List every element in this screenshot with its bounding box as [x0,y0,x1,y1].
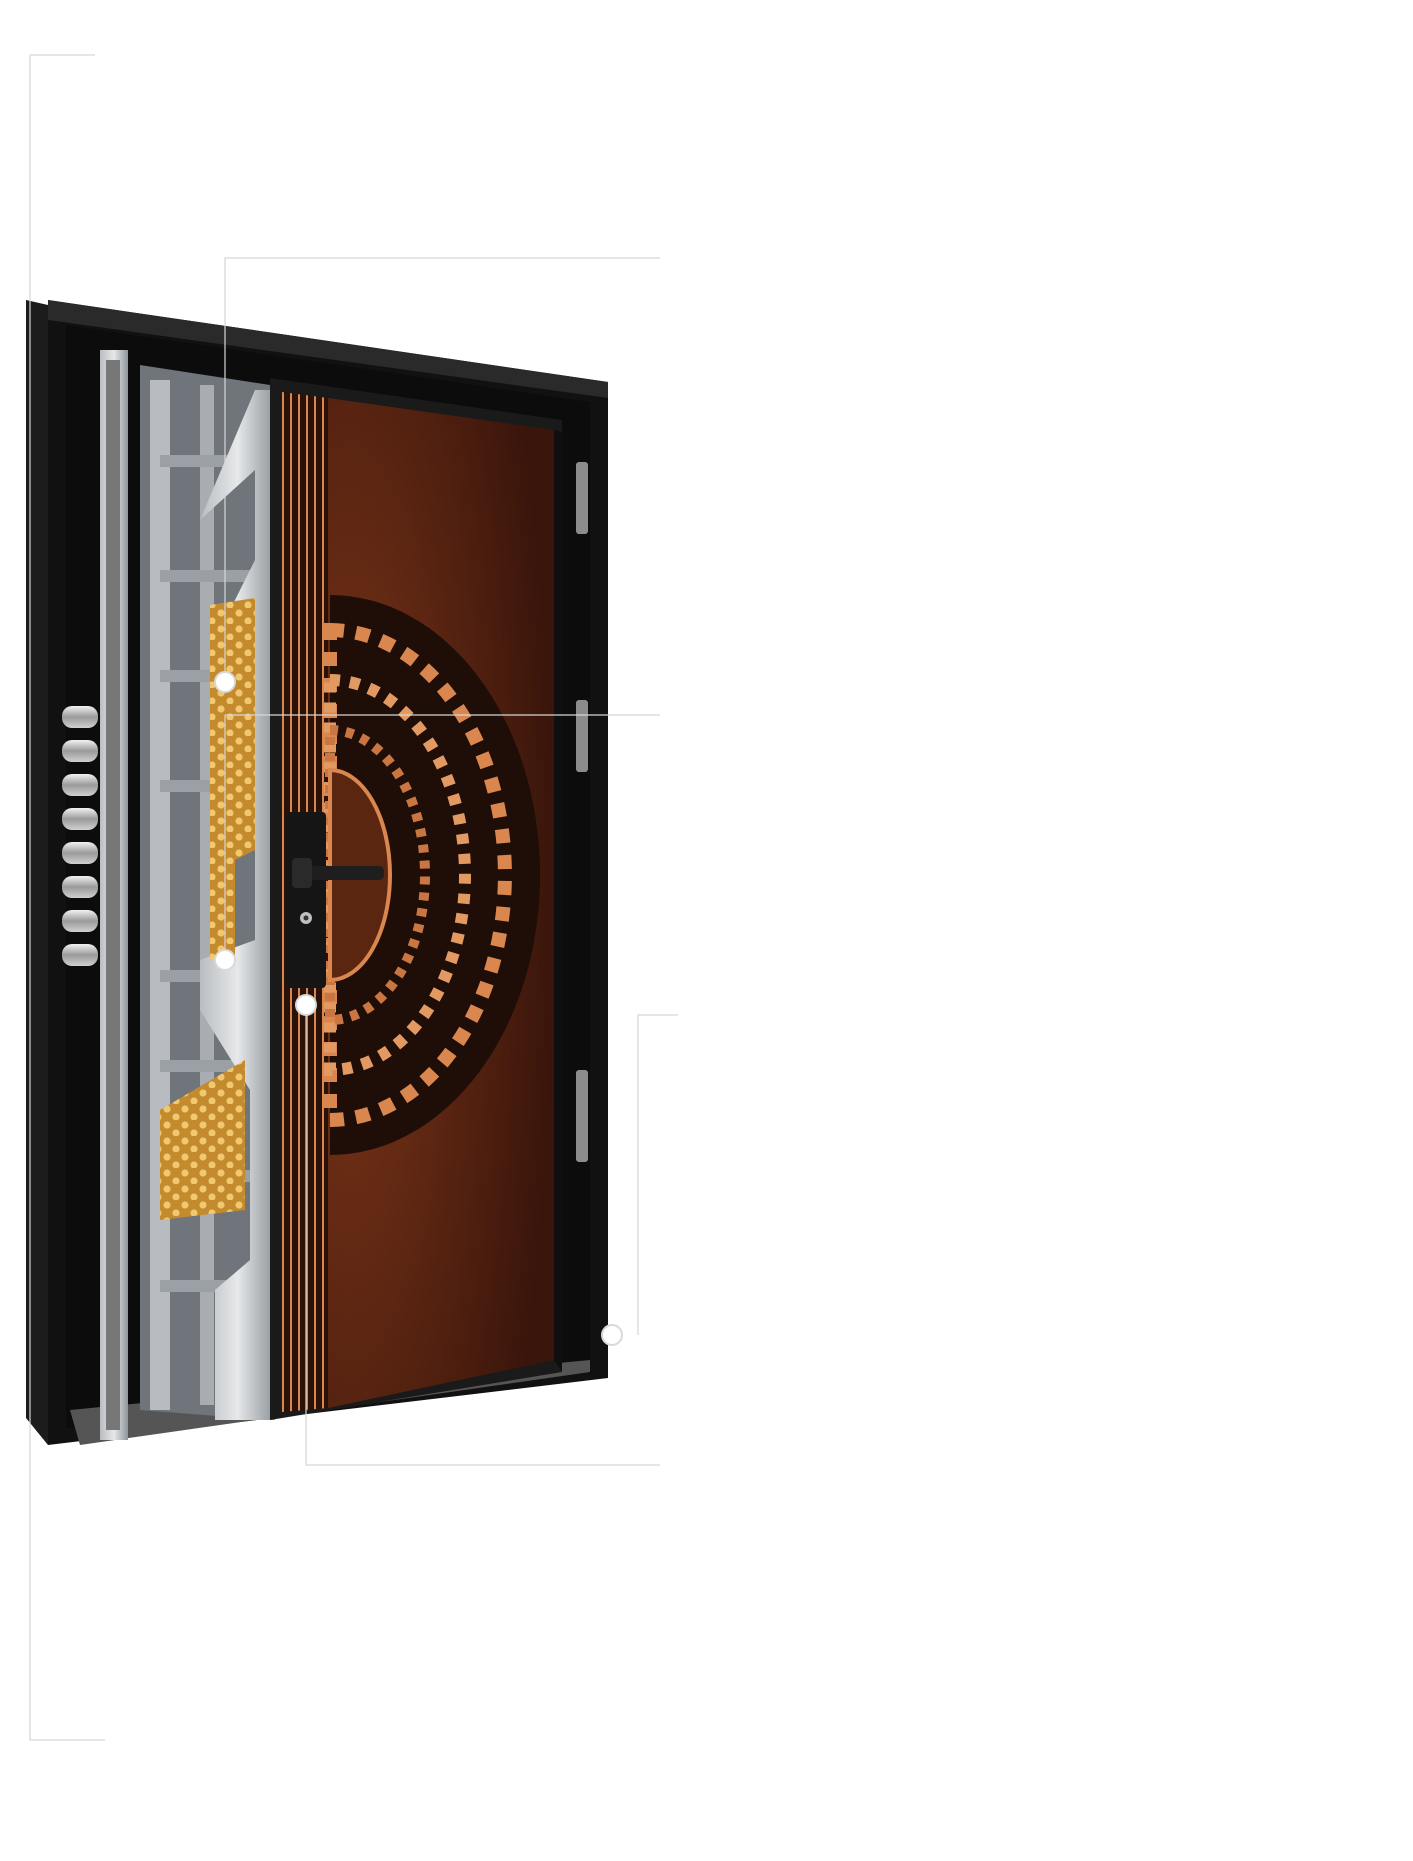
callout-dot-icon [295,994,317,1016]
hinge-icon [576,462,588,534]
hinge-icon [576,1070,588,1162]
lock-bolts [62,706,98,966]
callout-dot-icon [214,949,236,971]
lock-bolt-icon [62,706,98,966]
callout-lines [29,54,678,1741]
hinge-icon [576,700,588,772]
lock-panel [286,812,384,988]
steel-skeleton [140,365,275,1420]
lock-rail [100,350,128,1440]
callout-dot-icon [214,671,236,693]
hinges [576,462,588,1162]
callout-dots [214,671,623,1346]
callout-dot-icon [601,1324,623,1346]
door-handle-icon [292,858,384,888]
keyhole-icon [300,912,312,924]
